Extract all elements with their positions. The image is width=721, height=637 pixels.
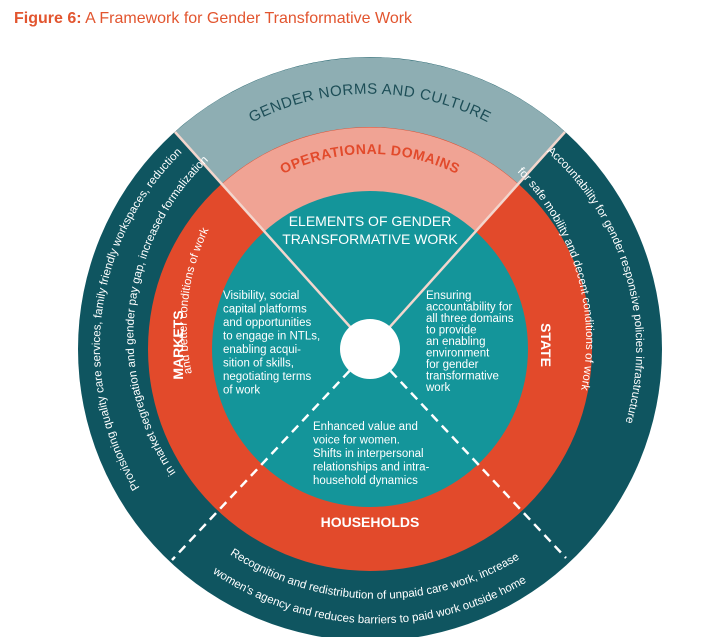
core-left-line: capital platforms — [223, 304, 307, 316]
core-bottom-line: household dynamics — [313, 475, 418, 487]
divider-bottom-left — [171, 348, 371, 561]
core-right-line: Ensuring — [426, 290, 471, 302]
core-bottom-text: Enhanced value and voice for women.Shifts… — [313, 421, 430, 487]
core-left-line: negotiating terms — [223, 371, 311, 383]
core-right-line: transformative — [426, 371, 499, 383]
divider-bottom-right — [369, 348, 567, 559]
core-right-line: to provide — [426, 325, 477, 337]
core-right-line: an enabling — [426, 336, 485, 348]
core-left-line: Visibility, social — [223, 290, 299, 302]
core-left-line: of work — [223, 385, 260, 397]
markets-label: MARKETS — [170, 310, 186, 379]
figure-title: Figure 6: A Framework for Gender Transfo… — [14, 10, 412, 28]
core-left-line: enabling acqui- — [223, 344, 301, 356]
households-label: HOUSEHOLDS — [321, 514, 420, 530]
divider-top-left — [174, 131, 371, 350]
core-title-line-1: ELEMENTS OF GENDER — [289, 213, 452, 229]
core-right-line: accountability for — [426, 302, 512, 314]
state-label: STATE — [538, 323, 554, 367]
core-bottom-line: voice for women. — [313, 435, 400, 447]
core-title-line-2: TRANSFORMATIVE WORK — [282, 231, 458, 247]
figure-title-text: A Framework for Gender Transformative Wo… — [85, 10, 413, 27]
core-bottom-line: Enhanced value and — [313, 421, 418, 433]
core-right-line: environment — [426, 348, 490, 360]
core-left-line: sition of skills, — [223, 358, 294, 370]
figure-label: Figure 6: — [14, 10, 82, 27]
core-right-line: work — [425, 382, 451, 394]
core-bottom-line: Shifts in interpersonal — [313, 448, 424, 460]
core-right-line: all three domains — [426, 313, 514, 325]
divider-top-right — [369, 131, 566, 350]
core-left-line: to engage in NTLs, — [223, 331, 320, 343]
core-right-line: for gender — [426, 359, 479, 371]
core-left-line: and opportunities — [223, 317, 311, 329]
center-circle — [340, 319, 400, 379]
core-bottom-line: relationships and intra- — [313, 462, 430, 474]
